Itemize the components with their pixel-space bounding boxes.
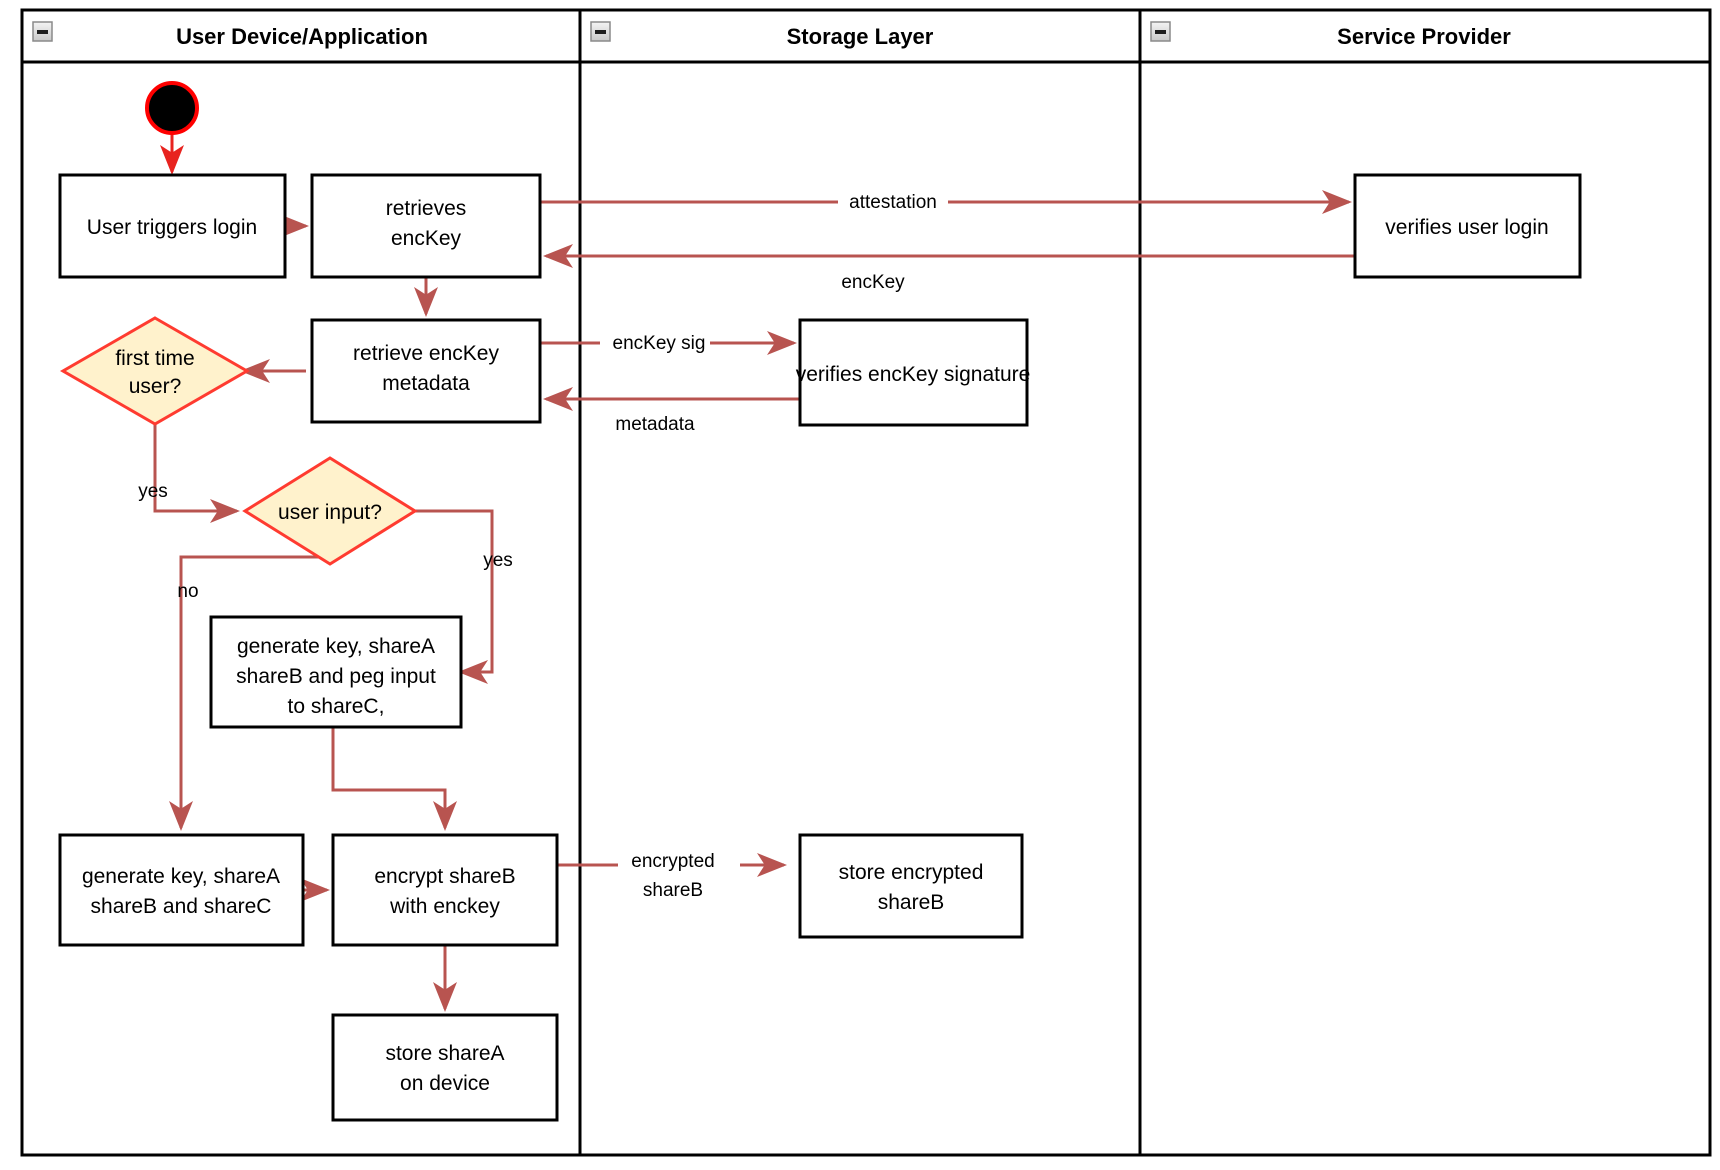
lane-header-user-device: User Device/Application <box>32 21 428 49</box>
edge-label-metadata: metadata <box>615 414 695 435</box>
edge-user-input-no <box>169 555 330 831</box>
edge-user-input-yes <box>415 509 494 684</box>
action-store-encrypted-shareb[interactable]: store encrypted shareB <box>798 833 1024 939</box>
action-label-line2: metadata <box>382 372 470 395</box>
action-label: verifies user login <box>1385 216 1548 239</box>
lane-title-service-provider: Service Provider <box>1337 24 1511 49</box>
action-label-line1: store encrypted <box>839 861 984 884</box>
action-user-triggers-login[interactable]: User triggers login <box>58 173 287 279</box>
action-retrieve-enckey-metadata[interactable]: retrieve encKey metadata <box>310 318 542 424</box>
action-label-line3: to shareC, <box>288 695 385 718</box>
edge-label-enckey: encKey <box>841 272 905 293</box>
initial-node[interactable] <box>145 81 199 135</box>
lane-title-storage: Storage Layer <box>787 24 934 49</box>
action-retrieves-enckey[interactable]: retrieves encKey <box>310 173 542 279</box>
lane-title-user-device: User Device/Application <box>176 24 428 49</box>
minus-collapse-icon[interactable] <box>590 21 611 42</box>
action-label-line1: store shareA <box>385 1042 504 1065</box>
edge-label-encrypted-shareb-line2: shareB <box>643 880 703 901</box>
edge-peg-to-encrypt <box>331 727 457 831</box>
minus-collapse-icon[interactable] <box>1150 21 1171 42</box>
action-label-line1: generate key, shareA <box>237 635 435 658</box>
decision-label-line1: first time <box>115 347 194 370</box>
edge-label-enckey-sig: encKey sig <box>613 333 706 354</box>
action-label-line1: retrieves <box>386 197 467 220</box>
decision-user-input[interactable]: user input? <box>242 456 418 566</box>
action-label-line1: generate key, shareA <box>82 865 280 888</box>
decision-first-time-user[interactable]: first time user? <box>59 316 251 426</box>
edge-label-user-input-yes: yes <box>483 550 513 571</box>
edge-first-time-yes <box>153 415 240 523</box>
edge-label-encrypted-shareb-line1: encrypted <box>631 851 714 872</box>
lane-header-storage: Storage Layer <box>590 21 934 49</box>
action-verifies-enckey-signature[interactable]: verifies encKey signature <box>796 318 1031 427</box>
decision-label-line2: user? <box>129 375 182 398</box>
action-encrypt-shareb[interactable]: encrypt shareB with enckey <box>331 833 559 947</box>
action-label-line2: with enckey <box>389 895 500 918</box>
action-label: User triggers login <box>87 216 257 239</box>
action-label-line2: shareB <box>878 891 945 914</box>
edge-label-user-input-no: no <box>177 581 198 602</box>
action-label-line2: shareB and shareC <box>91 895 272 918</box>
edge-label-attestation: attestation <box>849 192 937 213</box>
action-label-line2: encKey <box>391 227 462 250</box>
action-label-line2: on device <box>400 1072 490 1095</box>
decision-label: user input? <box>278 501 382 524</box>
action-verifies-user-login[interactable]: verifies user login <box>1353 173 1582 279</box>
edge-label-first-time-yes: yes <box>138 481 168 502</box>
action-generate-key-sharec[interactable]: generate key, shareA shareB and shareC <box>58 833 305 947</box>
action-label: verifies encKey signature <box>796 363 1031 386</box>
lane-header-service-provider: Service Provider <box>1150 21 1511 49</box>
action-label-line1: retrieve encKey <box>353 342 499 365</box>
action-generate-key-peg[interactable]: generate key, shareA shareB and peg inpu… <box>209 615 463 729</box>
action-store-sharea-on-device[interactable]: store shareA on device <box>331 1013 559 1122</box>
minus-collapse-icon[interactable] <box>32 21 53 42</box>
edge-labels: attestation encKey encKey sig metadata y… <box>138 189 948 901</box>
action-label-line2: shareB and peg input <box>236 665 436 688</box>
action-label-line1: encrypt shareB <box>374 865 515 888</box>
